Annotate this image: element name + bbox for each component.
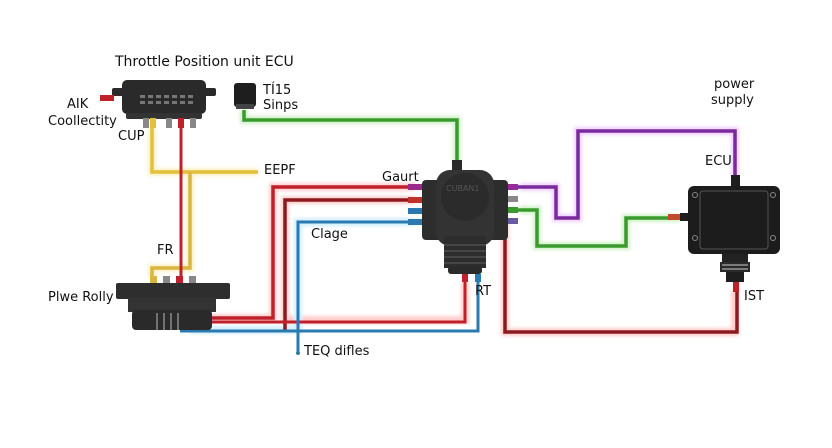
wire-yellow-eepf xyxy=(150,128,258,174)
wire-purple-power xyxy=(515,129,737,220)
label-aik: AIK xyxy=(67,97,89,112)
label-tv15: TÍ15 xyxy=(263,83,292,98)
label-teq-difles: TEQ difles xyxy=(304,344,370,359)
central-junction[interactable] xyxy=(408,160,518,282)
wire-dark-red-2 xyxy=(283,198,418,330)
power-relay-connector[interactable] xyxy=(116,276,230,330)
label-eepf: EEPF xyxy=(264,163,296,178)
ecu-box[interactable] xyxy=(668,175,780,292)
wire-green-ecu xyxy=(515,208,672,248)
label-clage: Clage xyxy=(311,227,348,242)
label-ecu: ECU xyxy=(705,154,732,169)
wire-blue-clage xyxy=(296,220,418,352)
label-supply: supply xyxy=(711,93,754,108)
label-ist: IST xyxy=(744,289,765,304)
label-fr: FR xyxy=(157,243,174,258)
tv15-sensor[interactable] xyxy=(234,83,256,109)
throttle-ecu-connector[interactable] xyxy=(100,80,216,128)
wire-blue-bottom xyxy=(180,282,480,333)
wire-yellow-fr xyxy=(150,172,192,278)
wire-end-dot xyxy=(296,351,300,355)
wire-red-bottom xyxy=(188,282,467,324)
wire-red-1 xyxy=(188,185,418,320)
label-gaurt: Gaurt xyxy=(382,170,419,185)
label-pwe-rolly: Plwe Rolly xyxy=(48,290,114,305)
label-power: power xyxy=(714,77,755,92)
wire-dark-red-ist xyxy=(503,224,739,334)
label-sinps: Sinps xyxy=(263,98,299,113)
wire-green-sensor xyxy=(242,110,459,168)
label-coollectity: Coollectity xyxy=(48,114,117,129)
diagram-title: Throttle Position unit ECU xyxy=(115,54,294,70)
label-cup: CUP xyxy=(118,129,145,144)
label-center-component: CUBAN1 xyxy=(446,184,480,193)
label-rt: RT xyxy=(475,284,492,299)
